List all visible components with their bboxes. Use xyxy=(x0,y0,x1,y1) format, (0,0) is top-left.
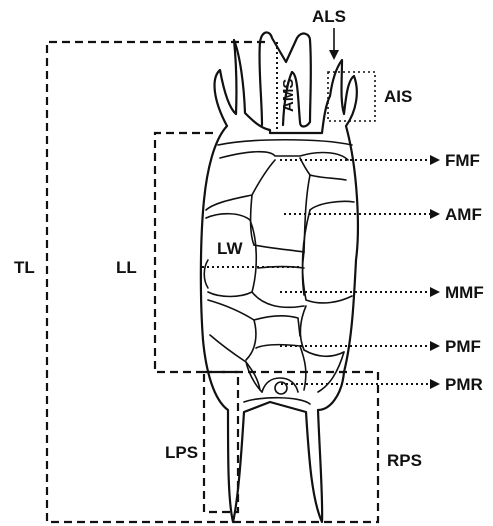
frontal-facet-left xyxy=(206,160,275,210)
posterior-plate-right xyxy=(300,306,344,356)
posterior-plate-upper xyxy=(252,292,304,307)
pmr-arrowhead xyxy=(430,379,440,389)
fmf-arrowhead xyxy=(430,155,440,165)
label-ll: LL xyxy=(116,258,137,277)
label-pmf: PMF xyxy=(445,337,481,356)
label-ais: AIS xyxy=(384,87,412,106)
left-posterior-spine-box xyxy=(204,372,238,512)
anterior-median-plate-left xyxy=(251,195,254,245)
lorica-length-bracket xyxy=(155,133,378,484)
left-small-facet xyxy=(204,260,208,288)
lower-left-small-plate xyxy=(246,362,260,390)
label-tl: TL xyxy=(14,258,35,277)
label-mmf: MMF xyxy=(445,283,484,302)
pmf-arrowhead xyxy=(430,341,440,351)
pmf-median xyxy=(254,316,300,336)
label-lw: LW xyxy=(217,239,243,258)
mmf-arrowhead xyxy=(430,287,440,297)
amf-line xyxy=(254,245,304,252)
right-lateral-plate xyxy=(310,201,354,210)
right-lateral-window xyxy=(303,210,352,303)
posterior-median-lower xyxy=(256,345,300,348)
label-pmr: PMR xyxy=(445,375,483,394)
amf-arrowhead xyxy=(430,209,440,219)
label-fmf: FMF xyxy=(445,151,480,170)
anterior-band xyxy=(218,140,352,145)
label-als: ALS xyxy=(312,7,346,26)
posterior-plate-left xyxy=(208,300,256,360)
label-amf: AMF xyxy=(445,205,482,224)
label-lps: LPS xyxy=(165,443,198,462)
als-arrowhead xyxy=(329,50,339,60)
label-ams: AMS xyxy=(280,79,297,112)
frontal-plate xyxy=(220,152,348,160)
frontal-facet-right xyxy=(300,158,346,180)
label-rps: RPS xyxy=(387,451,422,470)
